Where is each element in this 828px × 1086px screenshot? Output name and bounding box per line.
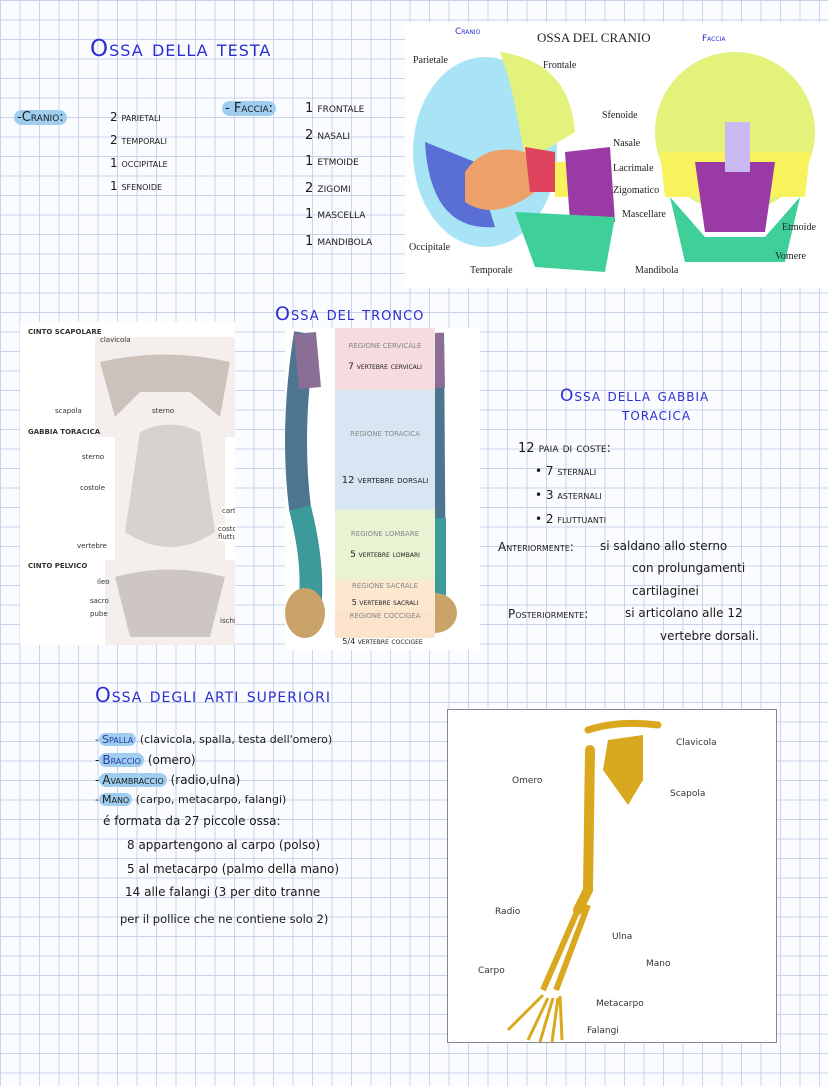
skull-title: OSSA DEL CRANIO bbox=[537, 30, 651, 45]
label-scapola: Scapola bbox=[670, 789, 706, 799]
cranio-item: 1 occipitale bbox=[110, 156, 168, 170]
label-sfenoide: Sfenoide bbox=[602, 110, 638, 121]
cranio-item: 2 parietali bbox=[110, 110, 161, 124]
faccia-item: 2 zigomi bbox=[305, 180, 351, 196]
label-mandibola: Mandibola bbox=[635, 265, 679, 276]
note-coccigee: 5/4 vertebre coccigee bbox=[342, 637, 423, 646]
section-cinto-scapolare: CINTO SCAPOLARE bbox=[28, 328, 102, 336]
arm-diagram: Clavicola Omero Scapola Radio Ulna Mano … bbox=[447, 709, 777, 1043]
arti-item: -Spalla (clavicola, spalla, testa dell'o… bbox=[95, 733, 333, 746]
note-cranio: Cranio bbox=[455, 27, 481, 37]
cranio-list: 2 parietali 2 temporali 1 occipitale 1 s… bbox=[110, 110, 168, 202]
label-sterno: sterno bbox=[152, 407, 175, 415]
region-coccigea: REGIONE COCCIGEA bbox=[335, 610, 435, 638]
label-carpo: Carpo bbox=[478, 966, 505, 976]
mano-line: 14 alle falangi (3 per dito tranne bbox=[125, 885, 321, 899]
faccia-item: 1 frontale bbox=[305, 101, 365, 116]
label-costole: costole bbox=[80, 484, 106, 492]
label-falangi: Falangi bbox=[587, 1026, 619, 1036]
region-sacrale: REGIONE SACRALE 5 vertebre sacrali bbox=[335, 580, 435, 610]
posteriormente-text: si articolano alle 12 bbox=[625, 606, 743, 620]
section-cinto-pelvico: CINTO PELVICO bbox=[28, 562, 88, 570]
title-ossa-testa: Ossa della testa bbox=[90, 36, 272, 62]
label-pube: pube bbox=[90, 610, 108, 618]
skull-illustration bbox=[413, 52, 815, 272]
label-mascellare: Mascellare bbox=[622, 209, 666, 220]
posteriormente-text: vertebre dorsali. bbox=[660, 629, 759, 643]
section-gabbia-toracica: GABBIA TORACICA bbox=[28, 428, 101, 436]
torso-diagram: CINTO SCAPOLARE clavicola scapola sterno… bbox=[20, 322, 235, 645]
label-mano: Mano bbox=[646, 959, 671, 969]
torso-illustration bbox=[95, 337, 235, 645]
title-ossa-tronco: Ossa del tronco bbox=[275, 303, 425, 325]
faccia-list: 1 frontale 2 nasali 1 etmoide 2 zigomi 1… bbox=[305, 101, 372, 260]
title-ossa-arti: Ossa degli arti superiori bbox=[95, 683, 331, 707]
label-scapola: scapola bbox=[55, 407, 82, 415]
cranio-item: 2 temporali bbox=[110, 133, 167, 147]
arm-skeleton-illustration bbox=[506, 719, 662, 1042]
faccia-item: 2 nasali bbox=[305, 127, 350, 143]
anteriormente-text: con prolungamenti bbox=[632, 561, 746, 575]
arti-item: -Mano (carpo, metacarpo, falangi) bbox=[95, 793, 287, 806]
label-vertebre: vertebre bbox=[77, 542, 107, 550]
coste-item: • 2 fluttuanti bbox=[535, 512, 607, 526]
label-sacro: sacro bbox=[90, 597, 109, 605]
label-ileo: ileo bbox=[97, 578, 110, 586]
skull-diagram: Cranio OSSA DEL CRANIO Faccia Parietale … bbox=[405, 22, 828, 288]
mano-line: 5 al metacarpo (palmo della mano) bbox=[127, 862, 340, 876]
coste-item: • 3 asternali bbox=[535, 488, 602, 502]
region-lombare: REGIONE LOMBARE 5 vertebre lombari bbox=[335, 510, 435, 580]
note-sacrali: 5 vertebre sacrali bbox=[351, 598, 419, 607]
coste-intro: 12 paia di coste: bbox=[518, 441, 611, 456]
label-radio: Radio bbox=[495, 907, 521, 917]
label-sterno-2: sterno bbox=[82, 453, 105, 461]
spine-diagram: REGIONE CERVICALE 7 vertebre cervicali R… bbox=[285, 328, 480, 650]
faccia-item: 1 mascella bbox=[305, 207, 366, 222]
mano-line: per il pollice che ne contiene solo 2) bbox=[120, 912, 329, 926]
cranio-item: 1 sfenoide bbox=[110, 179, 163, 193]
cranio-label: -Cranio: bbox=[14, 110, 67, 125]
label-cartilagine: cartilagine bbox=[222, 507, 235, 515]
arti-item: -Avambraccio (radio,ulna) bbox=[95, 773, 241, 787]
faccia-item: 1 etmoide bbox=[305, 154, 359, 169]
label-ulna: Ulna bbox=[612, 932, 633, 942]
label-clavicola: Clavicola bbox=[676, 738, 717, 748]
note-cervicali: 7 vertebre cervicali bbox=[348, 362, 422, 372]
arti-list: -Spalla (clavicola, spalla, testa dell'o… bbox=[95, 733, 332, 813]
region-toracica: REGIONE TORACICA 12 vertebre dorsali bbox=[335, 390, 435, 510]
label-lacrimale: Lacrimale bbox=[613, 163, 654, 174]
label-parietale: Parietale bbox=[413, 55, 448, 66]
label-metacarpo: Metacarpo bbox=[596, 999, 644, 1009]
title-gabbia-2: toracica bbox=[622, 405, 692, 425]
label-vomere: Vomere bbox=[775, 251, 806, 262]
arti-item: -Braccio (omero) bbox=[95, 753, 196, 767]
region-cervicale: REGIONE CERVICALE 7 vertebre cervicali bbox=[335, 328, 435, 390]
coste-item: • 7 sternali bbox=[535, 464, 597, 478]
anteriormente-text: si saldano allo sterno bbox=[600, 539, 728, 553]
faccia-item: 1 mandibola bbox=[305, 233, 373, 249]
label-nasale: Nasale bbox=[613, 138, 641, 149]
mano-desc: é formata da 27 piccole ossa: bbox=[103, 814, 281, 828]
mano-line: 8 appartengono al carpo (polso) bbox=[127, 838, 321, 852]
label-temporale: Temporale bbox=[470, 265, 513, 276]
anteriormente-text: cartilaginei bbox=[632, 584, 699, 598]
title-gabbia-1: Ossa della gabbia bbox=[560, 386, 710, 406]
note-dorsali: 12 vertebre dorsali bbox=[341, 475, 429, 486]
posteriormente-label: Posteriormente: bbox=[508, 607, 589, 621]
note-faccia: Faccia bbox=[702, 34, 726, 44]
label-etmoide: Etmoide bbox=[782, 222, 816, 233]
label-zigomatico: Zigomatico bbox=[613, 185, 660, 196]
label-ischio: ischio bbox=[220, 617, 235, 625]
faccia-label: - Faccia: bbox=[222, 101, 277, 116]
label-occipitale: Occipitale bbox=[409, 242, 451, 253]
label-costole-fluttuanti: costole fluttuanti bbox=[218, 525, 235, 541]
label-omero: Omero bbox=[512, 776, 543, 786]
label-clavicola: clavicola bbox=[100, 336, 131, 344]
label-frontale: Frontale bbox=[543, 60, 577, 71]
note-lombari: 5 vertebre lombari bbox=[350, 550, 420, 560]
anteriormente-label: Anteriormente: bbox=[498, 540, 574, 554]
